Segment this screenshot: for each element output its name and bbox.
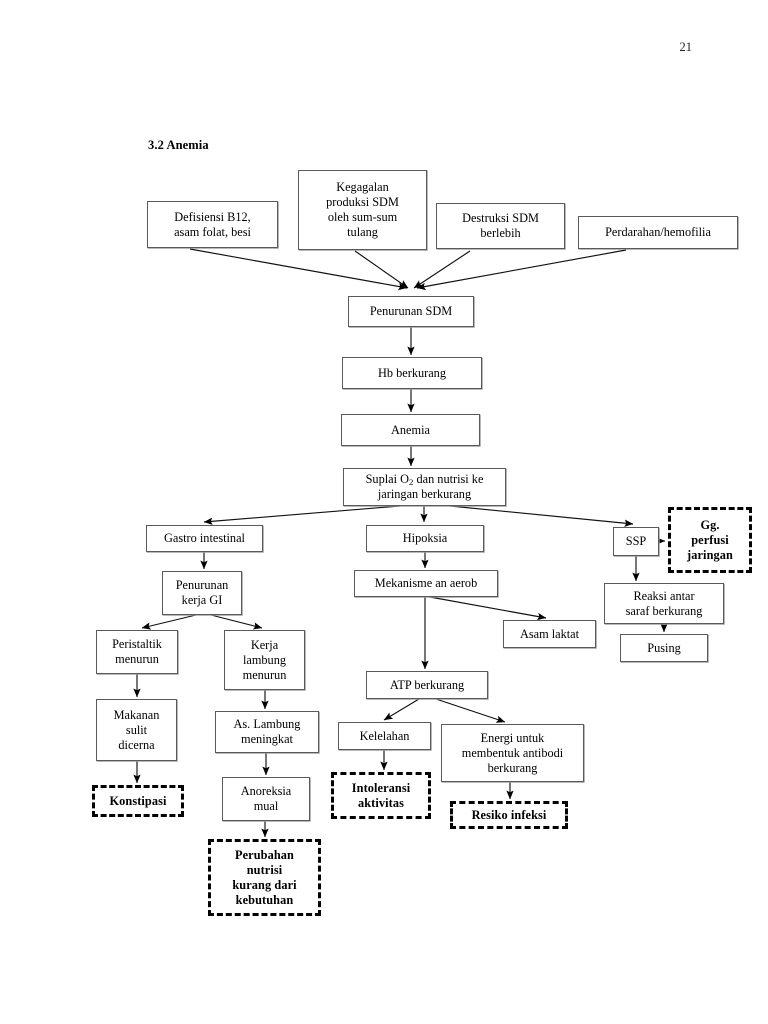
flow-node-anemia: Anemia (341, 414, 480, 446)
flow-node-pusing: Pusing (620, 634, 708, 662)
flow-node-penurunan_sdm: Penurunan SDM (348, 296, 474, 327)
flow-edge-perdarahan-to-penurunan_sdm (416, 249, 627, 291)
flow-node-label: Penurunan SDM (369, 304, 453, 318)
flow-edge-defisiensi-to-penurunan_sdm (189, 248, 408, 291)
flow-edge-suplai-to-gastro (203, 505, 401, 525)
flow-node-resiko: Resiko infeksi (450, 801, 568, 829)
flow-edge-suplai-to-ssp (449, 505, 634, 527)
flow-node-ssp: SSP (613, 527, 659, 556)
flow-edge-mekanisme-to-asam_laktat (429, 596, 547, 621)
flow-node-hb: Hb berkurang (342, 357, 482, 389)
flow-node-label: Gastro intestinal (164, 531, 245, 545)
flow-edge-penurunan_gi-to-peristaltik (141, 614, 197, 630)
flow-node-label: Pusing (647, 640, 681, 655)
flow-node-mekanisme: Mekanisme an aerob (354, 570, 498, 597)
flow-edge-atp-to-energi (435, 698, 506, 723)
flow-edge-penurunan_gi-to-kerja_lambung (210, 614, 263, 630)
flow-node-konstipasi: Konstipasi (92, 785, 184, 817)
flow-node-label: Defisiensi B12,asam folat, besi (174, 209, 251, 239)
flow-node-label: Asam laktat (519, 626, 580, 641)
flow-node-defisiensi: Defisiensi B12,asam folat, besi (147, 201, 278, 248)
flow-node-label: SSP (625, 534, 647, 548)
flow-edge-destruksi-to-penurunan_sdm (413, 250, 471, 289)
flow-node-gastro: Gastro intestinal (146, 525, 263, 552)
flow-node-label: Hb berkurang (378, 365, 446, 380)
flow-node-label: Perdarahan/hemofilia (605, 225, 711, 239)
page-number: 21 (679, 40, 693, 54)
flow-node-label: Anemia (391, 422, 430, 437)
flow-node-label: Resiko infeksi (471, 807, 547, 822)
flow-node-perdarahan: Perdarahan/hemofilia (578, 216, 738, 249)
flow-node-label: Hipoksia (402, 531, 448, 545)
flow-edge-atp-to-kelelahan (383, 698, 420, 721)
flow-node-kelelahan: Kelelahan (338, 722, 431, 750)
flow-node-label: Kelelahan (359, 728, 410, 743)
flow-node-label: Konstipasi (109, 793, 167, 808)
flow-node-asam_laktat: Asam laktat (503, 620, 596, 648)
section-title: 3.2 Anemia (148, 138, 209, 152)
flow-node-hipoksia: Hipoksia (366, 525, 484, 552)
flow-node-label: Mekanisme an aerob (374, 576, 478, 590)
flow-node-label: ATP berkurang (389, 677, 465, 692)
flow-node-atp: ATP berkurang (366, 671, 488, 699)
flow-edge-kegagalan-to-penurunan_sdm (354, 250, 409, 289)
